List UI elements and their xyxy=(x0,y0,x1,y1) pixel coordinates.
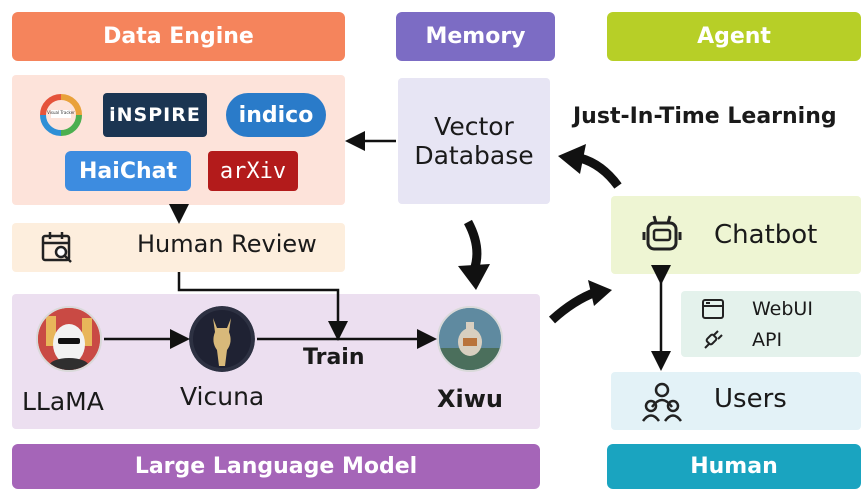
data-engine-header: Data Engine xyxy=(12,12,345,61)
train-label: Train xyxy=(303,345,365,370)
haichat-logo: HaiChat xyxy=(65,151,191,191)
webui-label: WebUI xyxy=(752,298,813,320)
xiwu-avatar xyxy=(437,306,503,372)
llm-header: Large Language Model xyxy=(12,444,540,489)
human-review-label: Human Review xyxy=(137,230,317,258)
users-label: Users xyxy=(714,384,787,414)
memory-title: Memory xyxy=(425,24,526,49)
human-review-panel xyxy=(12,223,345,272)
arrow-review-to-train xyxy=(177,272,348,341)
inspire-logo: iNSPIRE xyxy=(103,93,207,137)
memory-header: Memory xyxy=(396,12,555,61)
calendar-search-icon xyxy=(40,230,76,266)
chatbot-label: Chatbot xyxy=(714,220,818,250)
arxiv-logo: arXiv xyxy=(208,151,298,191)
robot-icon xyxy=(640,212,684,256)
visual-tracker-logo: Visual Tracker xyxy=(37,93,85,137)
llm-title: Large Language Model xyxy=(134,454,418,479)
api-label: API xyxy=(752,329,783,351)
browser-window-icon xyxy=(701,298,725,320)
vector-database-panel: Vector Database xyxy=(398,78,550,204)
agent-header: Agent xyxy=(607,12,861,61)
vicuna-label: Vicuna xyxy=(180,382,265,411)
curved-arrow-xiwu-to-chatbot xyxy=(548,280,612,324)
just-in-time-learning-label: Just-In-Time Learning xyxy=(573,104,837,129)
plug-icon xyxy=(701,326,727,352)
human-header: Human xyxy=(607,444,861,489)
curved-arrow-chatbot-to-memory xyxy=(558,144,622,189)
llama-avatar xyxy=(36,306,102,372)
indico-logo: indico xyxy=(226,93,326,137)
users-group-icon xyxy=(640,379,684,423)
human-title: Human xyxy=(690,454,778,479)
vector-database-line2: Database xyxy=(414,141,534,170)
llama-label: LLaMA xyxy=(22,387,104,416)
visual-tracker-text: Visual Tracker xyxy=(47,110,75,115)
interfaces-panel xyxy=(681,291,861,357)
curved-arrow-memory-to-xiwu xyxy=(458,219,490,290)
xiwu-label: Xiwu xyxy=(437,385,503,413)
agent-title: Agent xyxy=(697,24,771,49)
data-engine-title: Data Engine xyxy=(103,24,254,49)
chatbot-panel xyxy=(611,196,861,274)
vicuna-avatar xyxy=(189,306,255,372)
vector-database-line1: Vector xyxy=(434,112,514,141)
